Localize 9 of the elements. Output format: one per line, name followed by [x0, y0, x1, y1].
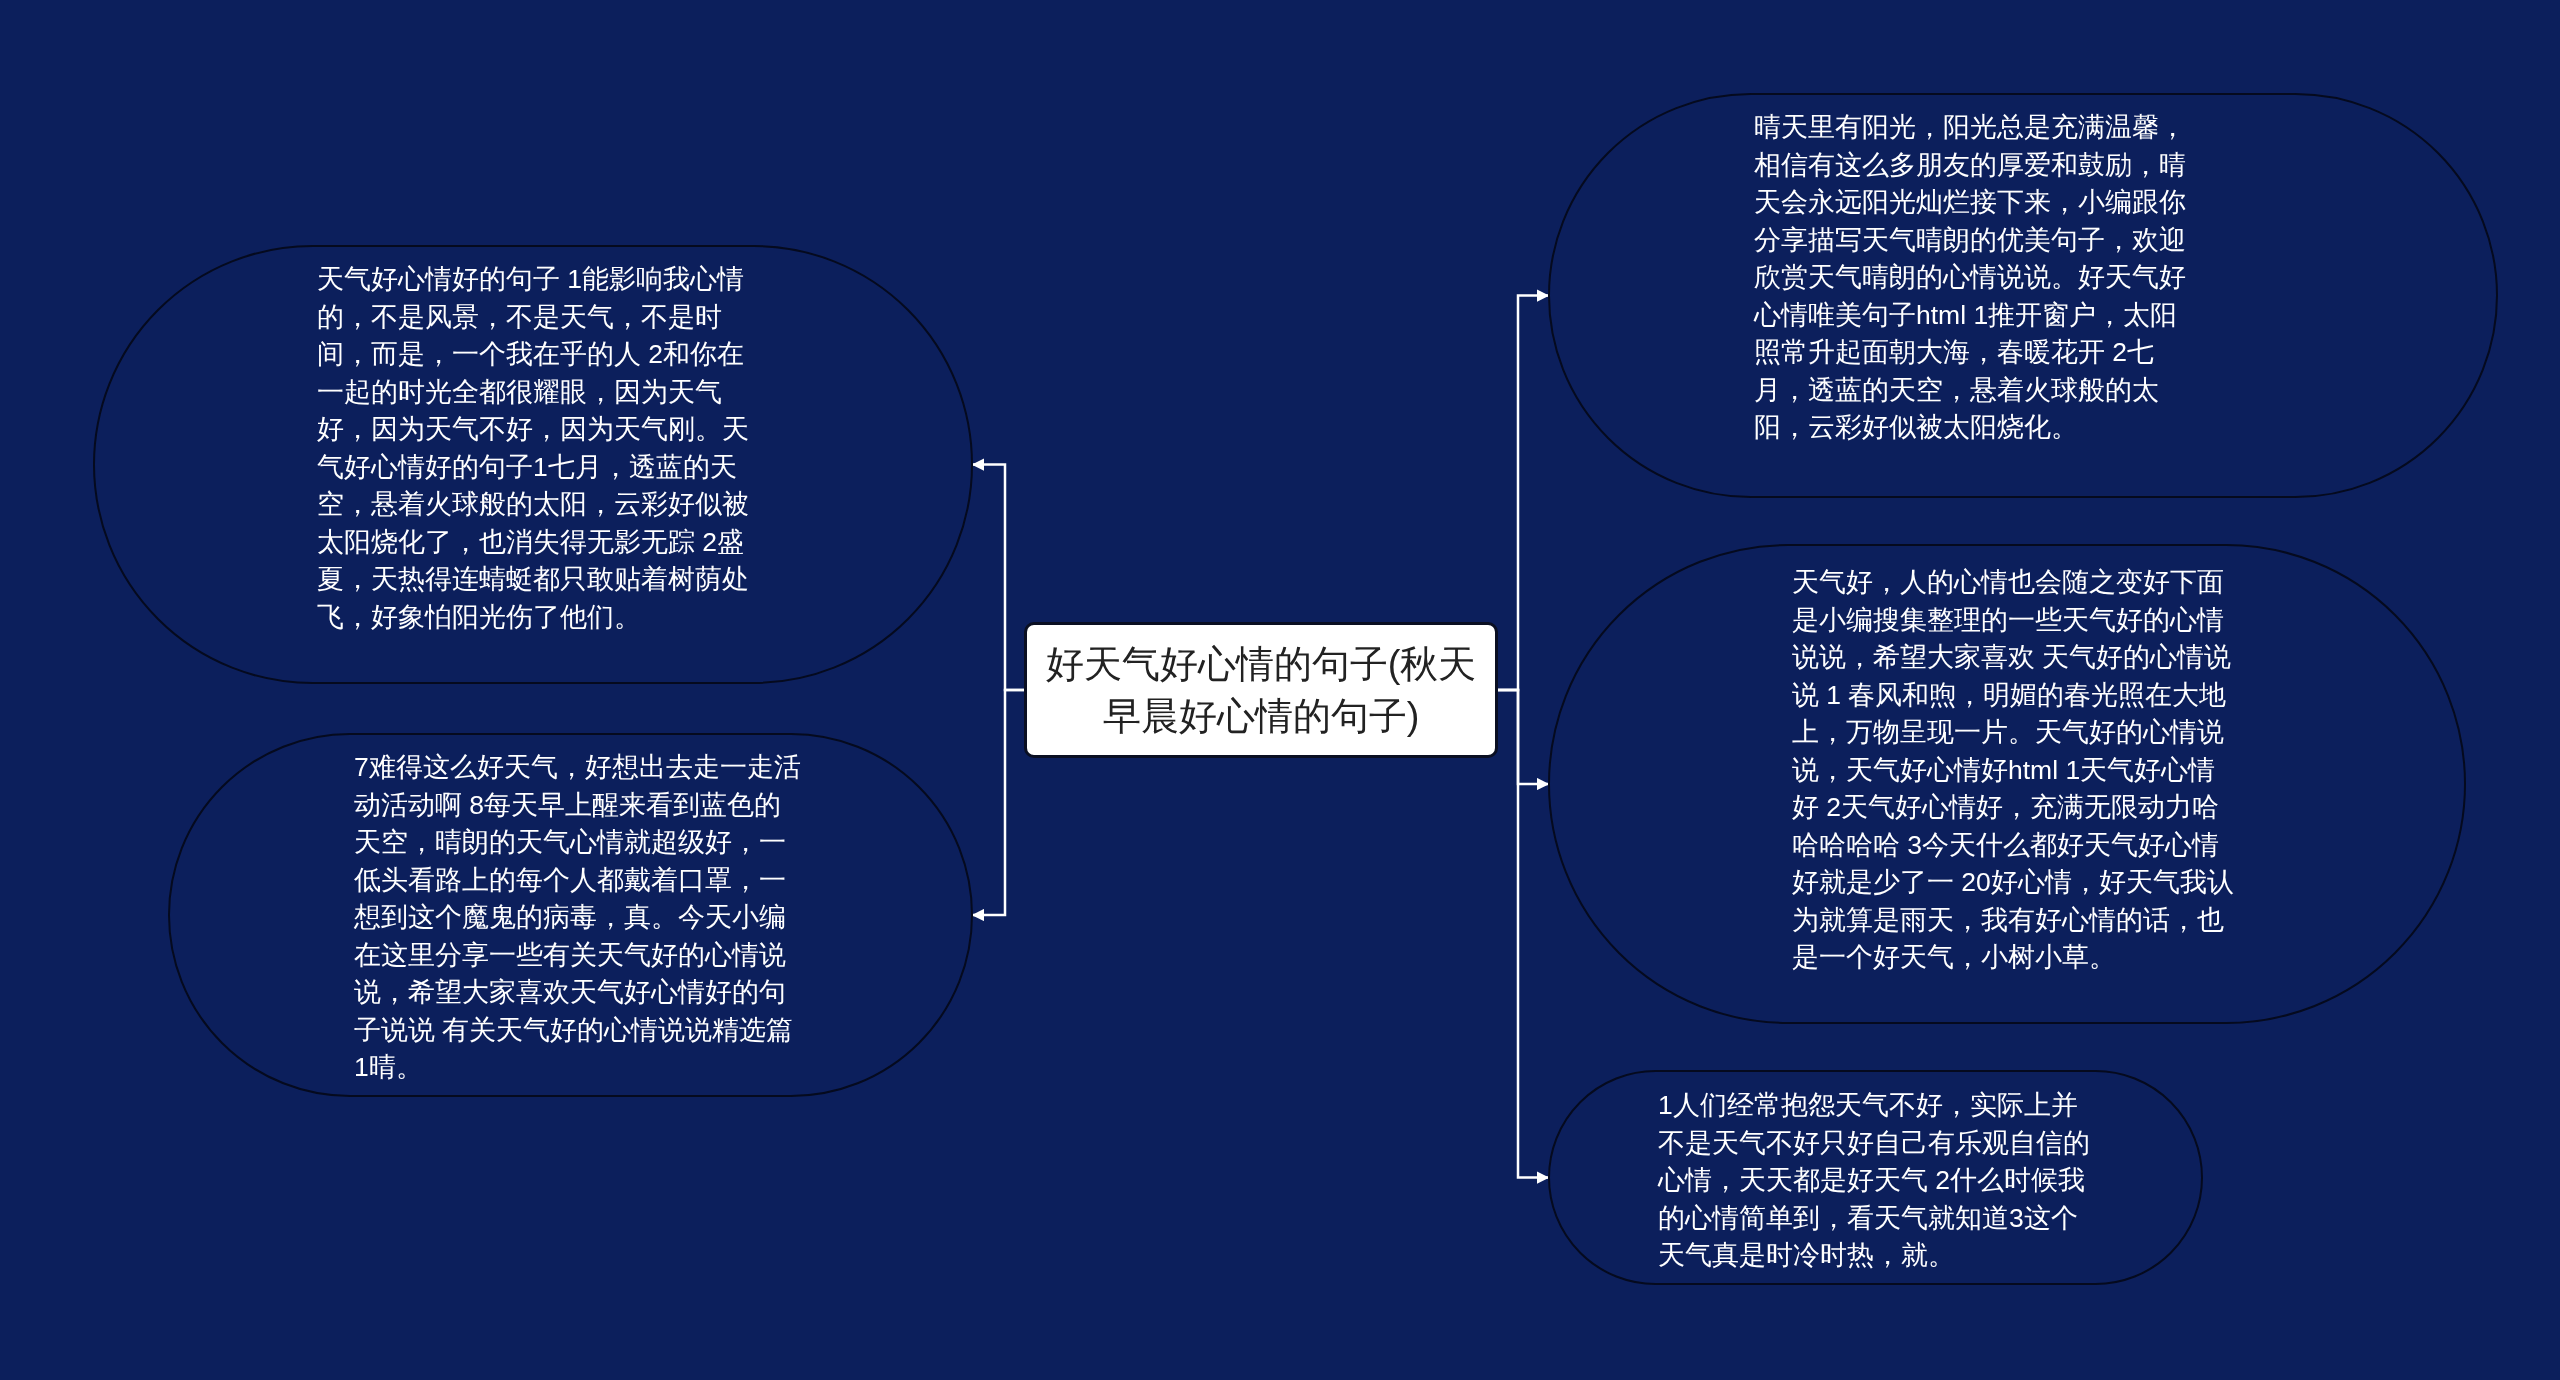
- topic-box: [1024, 622, 1498, 758]
- arrow: [1498, 688, 1550, 1184]
- bubble-text: 天气好心情好的句子 1能影响我心情的，不是风景，不是天气，不是时间，而是，一个我在乎的人 2和你在一起的时光全都很耀眼，因为天气好，因为天气不好，因为天气刚。天气好心情好的句子1七月，透蓝的天空，悬着火球般的太阳，云彩好似被太阳烧化了，也消失得无影无踪 2盛夏，天热得连蜻蜓都只敢贴着树荫处飞，好象怕阳光伤了他们。: [317, 263, 750, 634]
- topic-text: 好天气好心情的句子(秋天早晨好心情的句子): [1044, 642, 1478, 739]
- bubble-text: 晴天里有阳光，阳光总是充满温馨，相信有这么多朋友的厚爱和鼓励，晴天会永远阳光灿烂接下来，小编跟你分享描写天气晴朗的优美句子，欢迎欣赏天气晴朗的心情说说。好天气好心情唯美句子html 1推开窗户，太阳照常升起面朝大海，春暖花开 2七月，透蓝的天空，悬着火球般的太阳，云彩好似被太阳烧化。: [1754, 111, 2187, 444]
- arrow: [971, 688, 1024, 922]
- bubble-text: 1人们经常抱怨天气不好，实际上并不是天气不好只好自己有乐观自信的心情，天天都是好天气 2什么时候我的心情简单到，看天气就知道3这个天气真是时冷时热，就。: [1658, 1089, 2091, 1272]
- bubble-text: 7难得这么好天气，好想出去走一走活动活动啊 8每天早上醒来看到蓝色的天空，晴朗的天气心情就超级好，一低头看路上的每个人都戴着口罩，一想到这个魔鬼的病毒，真。今天小编在这里分享一些有关天气好的心情说说，希望大家喜欢天气好心情好的句子说说 有关天气好的心情说说精选篇 1晴。: [354, 751, 802, 1084]
- bubble-text: 天气好，人的心情也会随之变好下面是小编搜集整理的一些天气好的心情说说，希望大家喜欢 天气好的心情说说 1 春风和煦，明媚的春光照在大地上，万物呈现一片。天气好的心情说说，天气好心情好html 1天气好心情好 2天气好心情好，充满无限动力哈哈哈哈哈 3今天什么都好天气好心情好就是少了一 20好心情，好天气我认为就算是雨天，我有好心情的话，也是一个好天气，小树小草。: [1792, 566, 2235, 974]
